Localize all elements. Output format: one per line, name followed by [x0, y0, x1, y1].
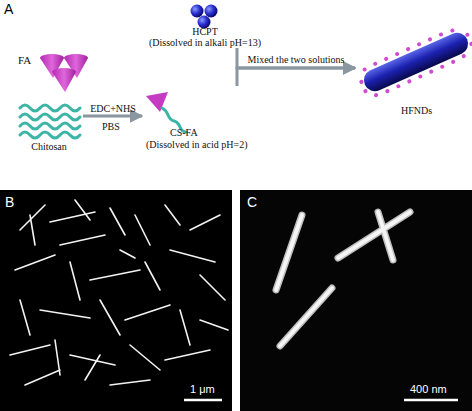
- labeled-illustration: HCPT(Dissolved in alkali pH=13): [140, 2, 270, 48]
- hcpt-sphere: [205, 5, 218, 18]
- component-note: (Dissolved in acid pH=2): [146, 139, 266, 151]
- scale-bar: [404, 399, 458, 402]
- labeled-illustration: Chitosan: [15, 98, 83, 154]
- nanoneedle-halo: [276, 212, 410, 346]
- process-arrow: [237, 68, 355, 86]
- labeled-illustration: HFNDs: [355, 25, 472, 120]
- component-label: HFNDs: [401, 105, 461, 117]
- component-label: FA: [18, 54, 48, 67]
- labeled-illustration: CS-FA(Dissolved in acid pH=2): [142, 86, 267, 150]
- chitosan-chain: [20, 105, 80, 138]
- component-label: HCPT: [140, 26, 270, 38]
- hcpt-sphere: [191, 5, 204, 18]
- reaction-condition: PBS: [102, 121, 120, 132]
- component-label: Chitosan: [15, 141, 83, 153]
- scale-label: 1 μm: [190, 383, 215, 395]
- arrow-label: EDC+NHS: [85, 103, 141, 114]
- sem-image: [240, 190, 472, 411]
- panel-letter: B: [5, 195, 14, 210]
- component-note: (Dissolved in alkali pH=13): [140, 37, 270, 49]
- nanoneedles: [276, 212, 410, 346]
- arrow-label: Mixed the two solutions: [240, 54, 352, 65]
- process-arrow: [83, 115, 142, 118]
- scale-bar: [184, 399, 222, 402]
- sem-image: [0, 190, 232, 411]
- panel-letter: A: [4, 2, 13, 17]
- panel-letter: C: [247, 195, 257, 210]
- component-label: CS-FA: [170, 127, 230, 139]
- fa-dot: [354, 22, 472, 102]
- process-arrow: [237, 48, 355, 68]
- fa-cone: [52, 68, 76, 92]
- hfnd-rod: [354, 22, 472, 102]
- scale-label: 400 nm: [410, 383, 447, 395]
- labeled-illustration: FA: [15, 52, 93, 94]
- nanoneedles: [10, 200, 228, 385]
